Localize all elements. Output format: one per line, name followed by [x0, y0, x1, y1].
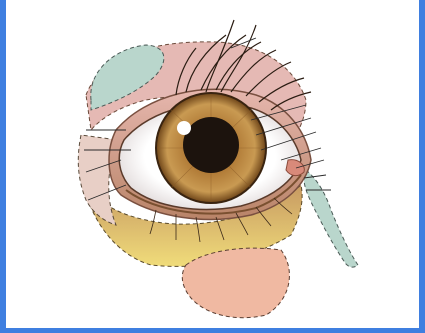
- cheek-region: [182, 248, 289, 318]
- frame-border-right: [419, 0, 425, 333]
- tear-duct-region: [304, 170, 358, 267]
- eye-anatomy-diagram: [6, 0, 419, 328]
- eye-highlight: [177, 121, 191, 135]
- frame-border-bottom: [0, 328, 425, 333]
- pupil: [183, 117, 239, 173]
